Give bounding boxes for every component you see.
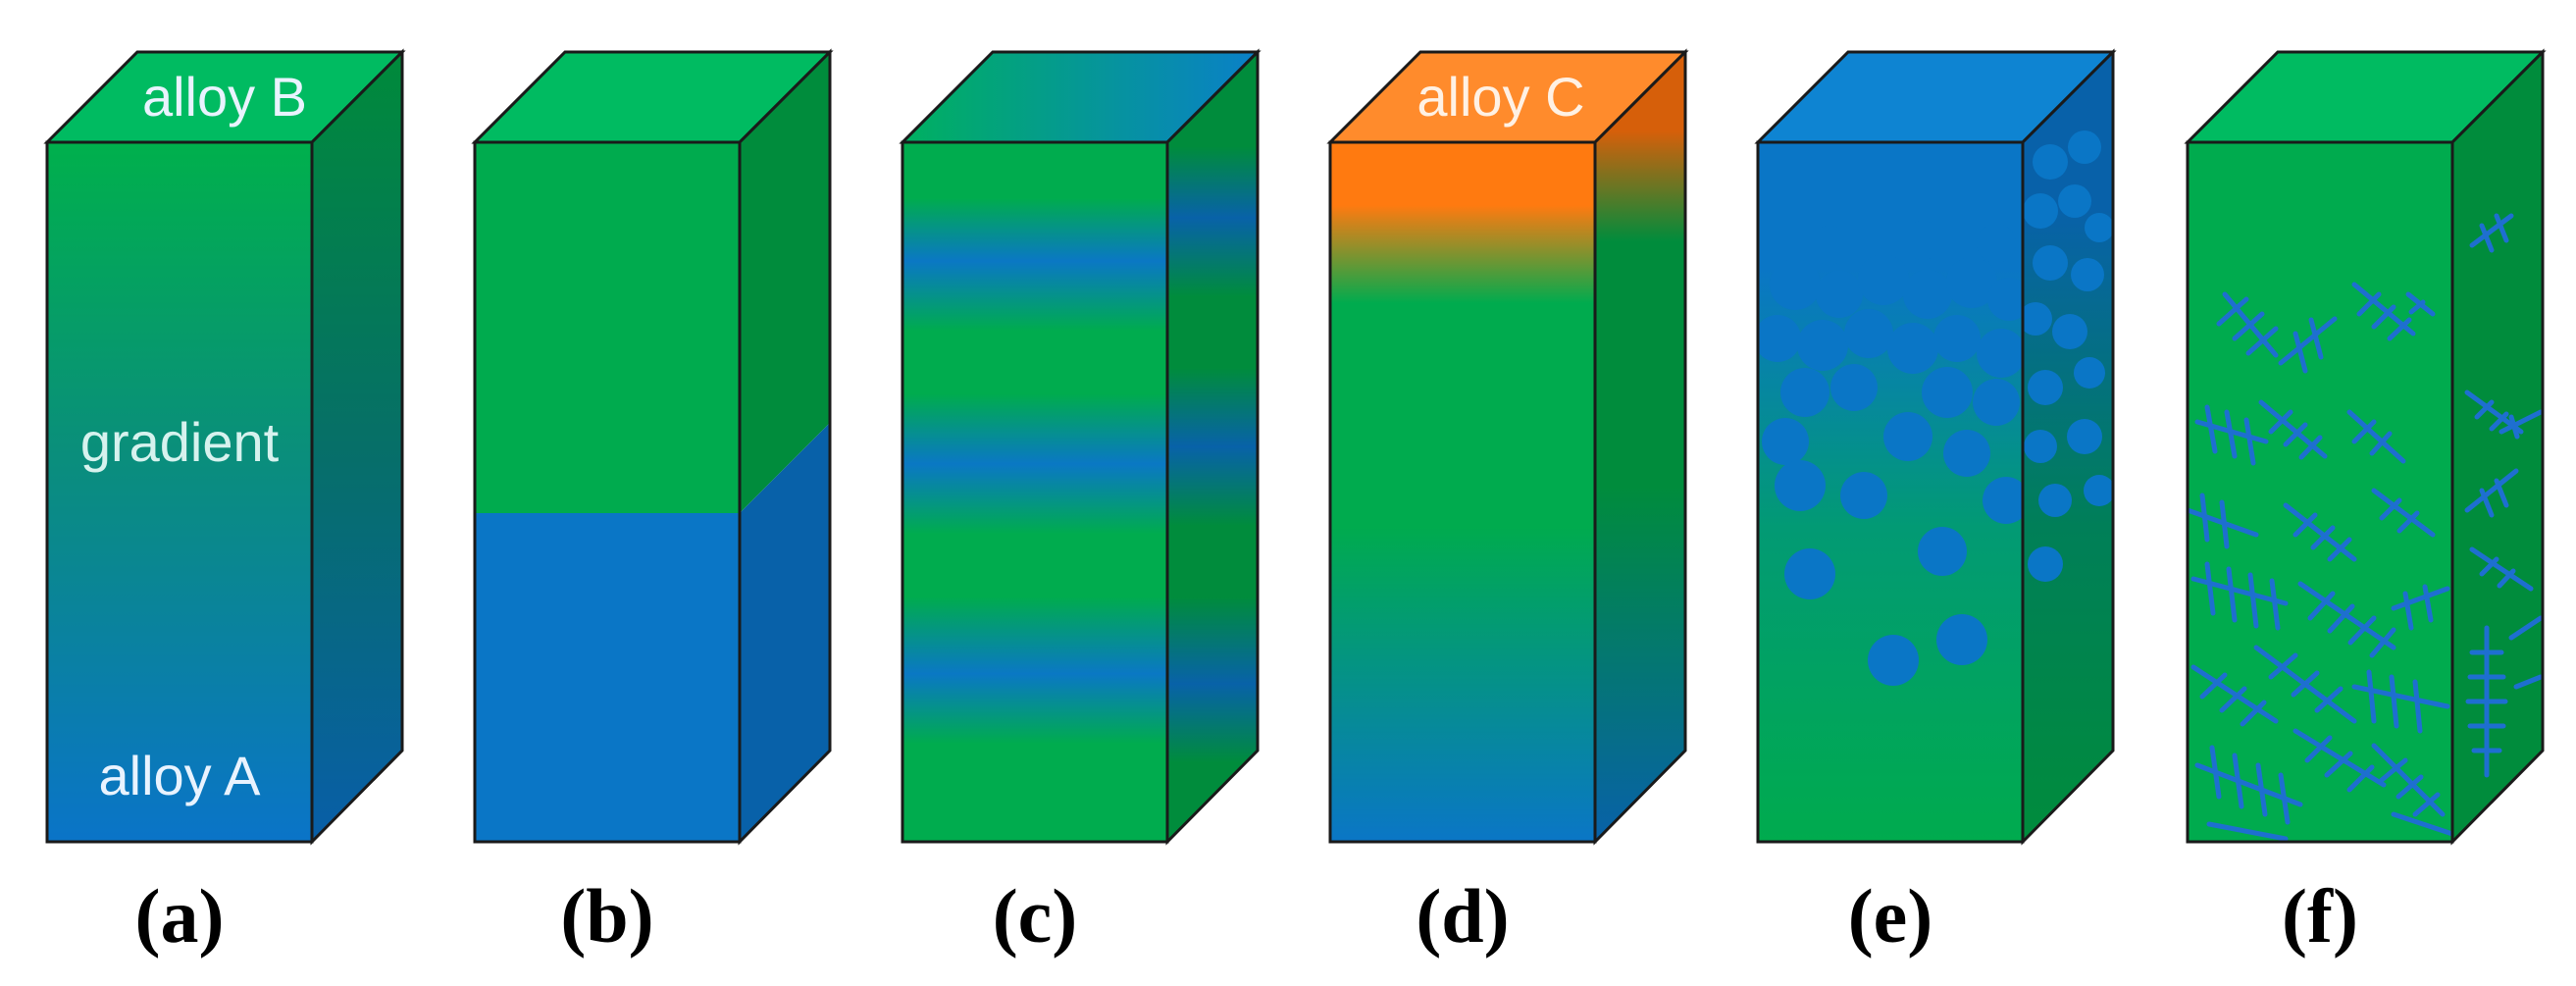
panel-label-b: (b) bbox=[560, 873, 653, 959]
block-b-front-blue bbox=[475, 513, 740, 842]
alloy-c-label: alloy C bbox=[1417, 66, 1584, 128]
block-f-dendrites bbox=[2184, 48, 2547, 846]
block-d-front bbox=[1328, 140, 1597, 844]
block-c-side bbox=[1165, 48, 1260, 846]
block-a-side bbox=[310, 48, 404, 846]
block-e-front-particles bbox=[1758, 221, 2023, 686]
alloy-b-label: alloy B bbox=[142, 66, 307, 128]
block-f-side-dendrites bbox=[2464, 213, 2543, 778]
block-b-bilayer bbox=[471, 48, 834, 846]
block-f-front-dendrites bbox=[2188, 282, 2452, 842]
panel-label-c: (c) bbox=[993, 873, 1078, 959]
block-b-side-green bbox=[740, 52, 830, 513]
block-a-front bbox=[45, 140, 314, 844]
panel-label-d: (d) bbox=[1416, 873, 1509, 959]
panel-label-a: (a) bbox=[135, 873, 225, 959]
block-d-three-alloy: alloy C bbox=[1326, 48, 1689, 846]
block-b-side-blue bbox=[740, 423, 830, 842]
block-c-front bbox=[901, 140, 1169, 844]
block-e-particles bbox=[1754, 48, 2117, 846]
gradient-label: gradient bbox=[80, 411, 280, 473]
block-f-front bbox=[2188, 142, 2452, 842]
block-f-side bbox=[2452, 52, 2543, 842]
panel-label-e: (e) bbox=[1848, 873, 1933, 959]
block-d-side bbox=[1593, 48, 1687, 846]
block-a-gradient: alloy B gradient alloy A bbox=[43, 48, 406, 846]
panel-label-f: (f) bbox=[2282, 873, 2358, 959]
block-e-side-particles bbox=[2023, 130, 2113, 582]
block-c-stripes bbox=[899, 48, 1262, 846]
alloy-a-label: alloy A bbox=[99, 745, 262, 806]
block-b-front-green bbox=[475, 142, 740, 513]
